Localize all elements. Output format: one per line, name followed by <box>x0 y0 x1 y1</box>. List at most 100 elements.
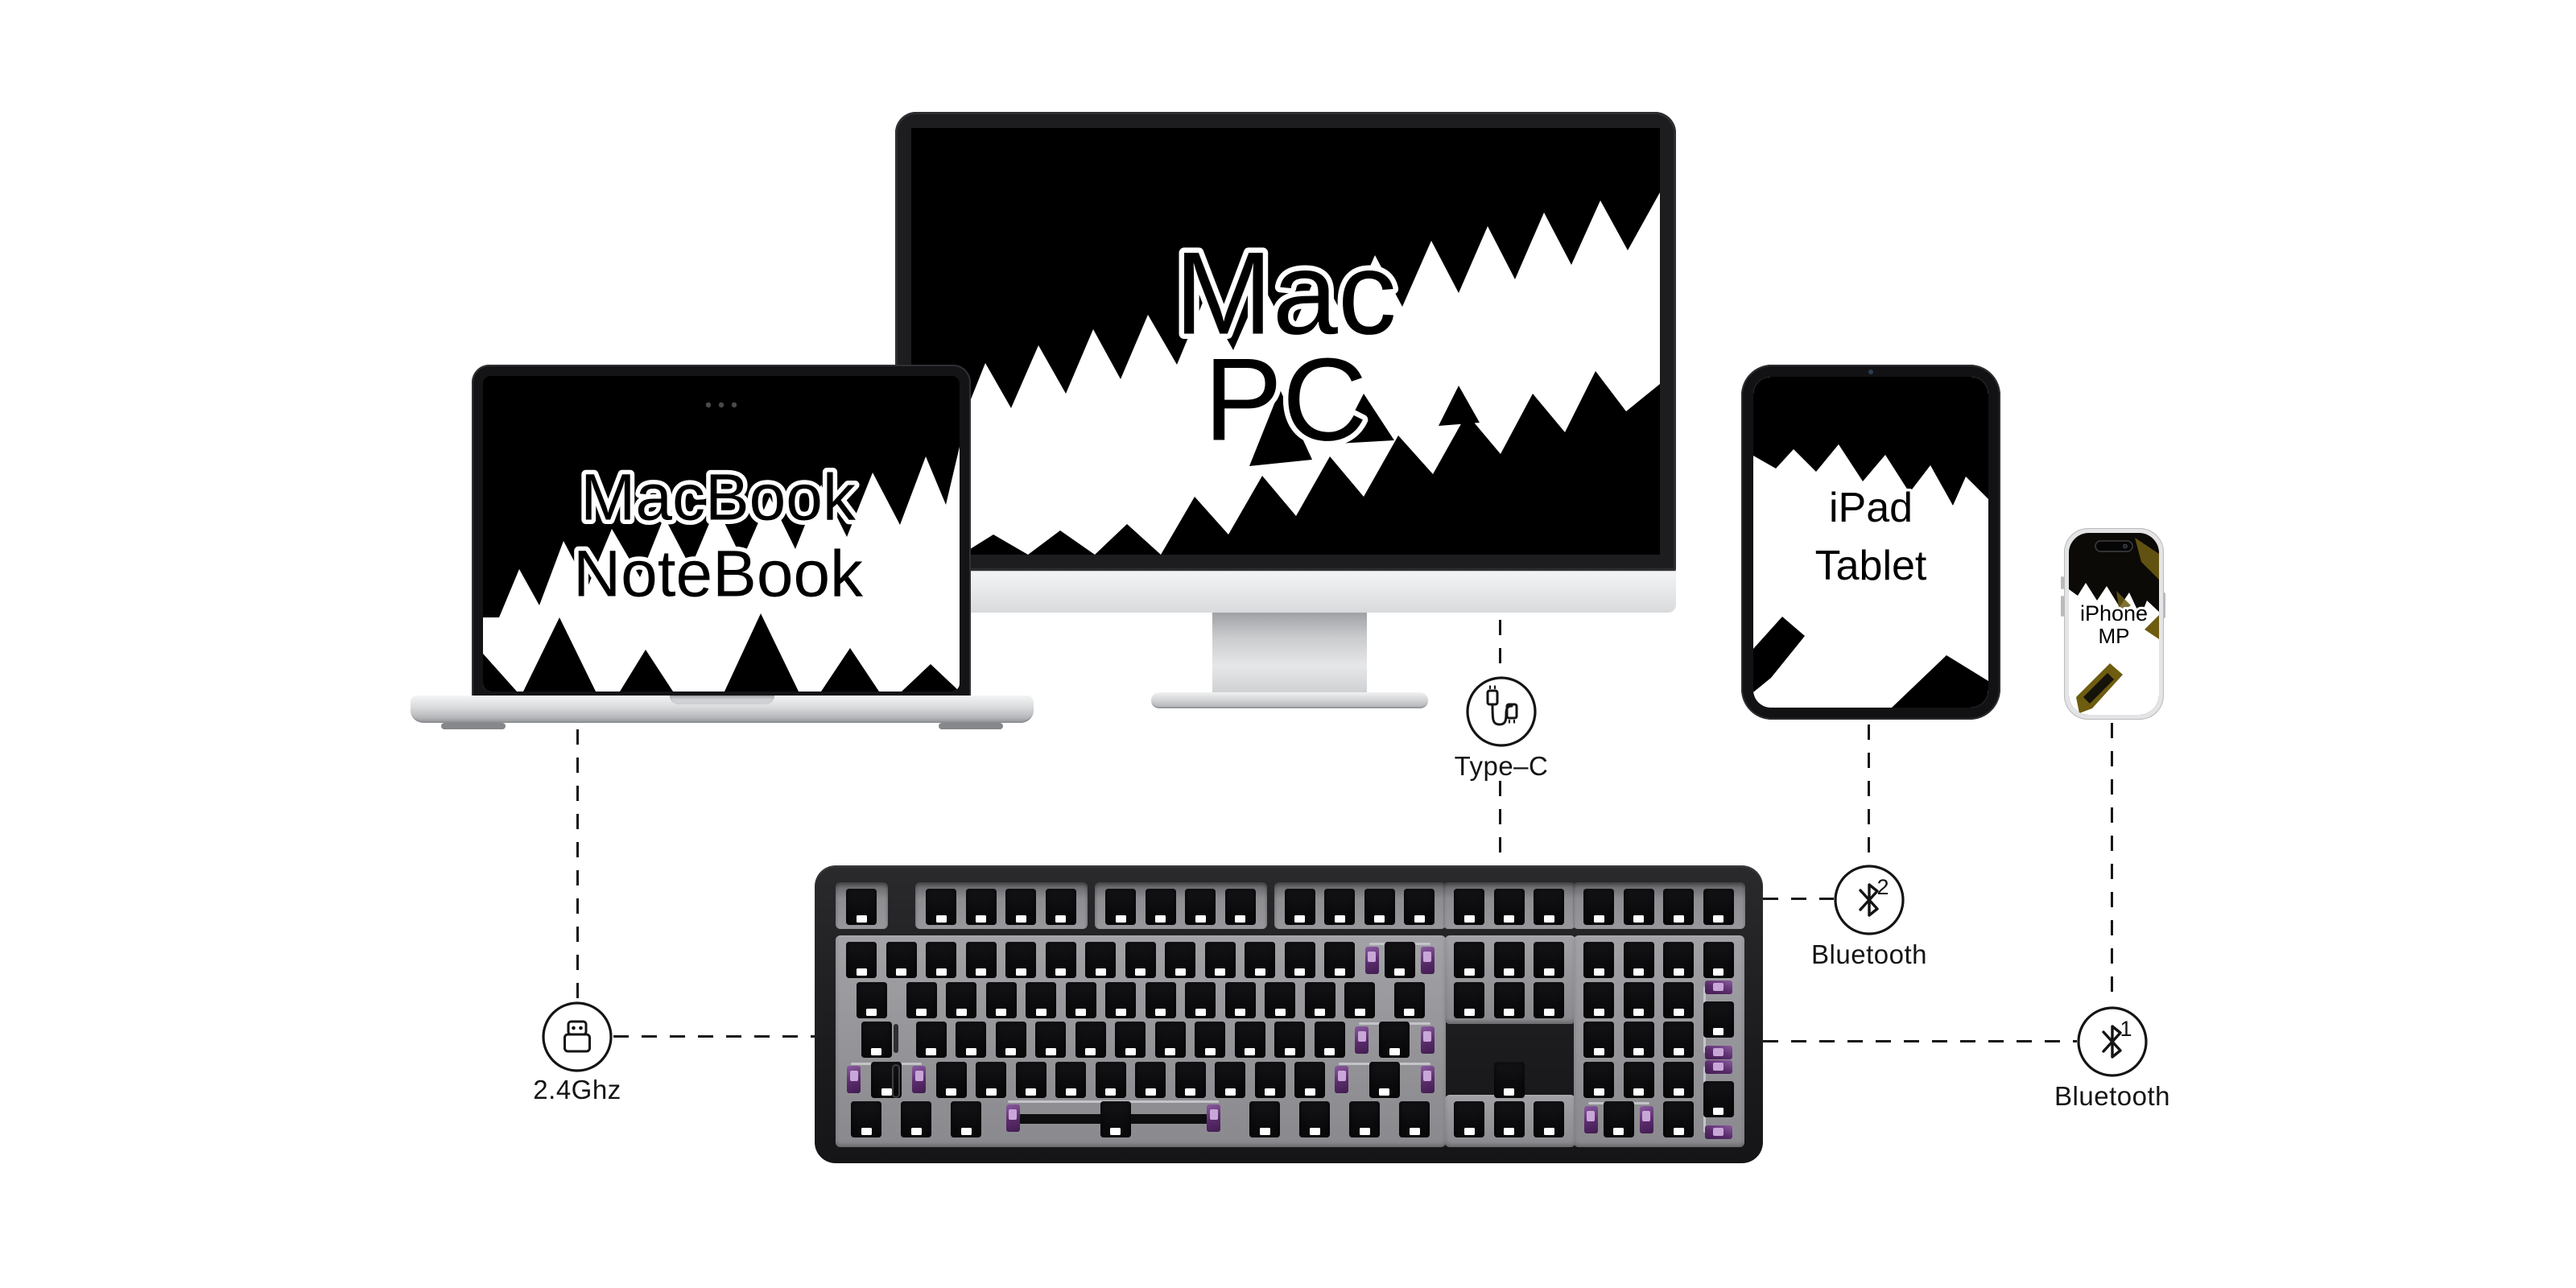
key-socket <box>1145 889 1176 925</box>
key-socket <box>1154 1022 1186 1058</box>
key-socket <box>906 981 937 1018</box>
laptop-label-line2: NoteBook <box>573 538 864 611</box>
key-socket <box>1623 889 1654 925</box>
key-socket <box>1015 1061 1046 1098</box>
key-socket <box>985 981 1017 1018</box>
dashed-line-tablet-to-bluetooth2 <box>1868 724 1870 863</box>
key-socket <box>1135 1061 1166 1098</box>
key-socket <box>1493 1061 1525 1098</box>
key-socket <box>926 889 957 925</box>
desktop-label-line2: PC <box>1204 334 1368 465</box>
key-socket <box>1105 889 1136 925</box>
key-socket <box>1663 1101 1694 1137</box>
bluetooth1-label: Bluetooth <box>2054 1081 2170 1111</box>
key-socket <box>1623 1022 1654 1058</box>
desktop-chin <box>895 571 1676 613</box>
dashed-line-bluetooth1-to-keyboard <box>1763 1040 2077 1042</box>
key-socket <box>1385 981 1434 1018</box>
key-socket <box>935 1061 967 1098</box>
dashed-line-typec-to-keyboard <box>1499 781 1501 865</box>
key-socket <box>1075 1022 1106 1058</box>
key-socket <box>1115 1022 1146 1058</box>
key-socket <box>1583 1022 1614 1058</box>
phone-side-button <box>2061 596 2064 617</box>
tablet-screen: iPad Tablet <box>1753 377 1988 708</box>
key-socket <box>1454 981 1485 1018</box>
laptop-foot <box>441 723 506 729</box>
key-socket <box>1085 942 1117 978</box>
key-socket-stabilized <box>1703 980 1734 1059</box>
key-socket <box>1395 1101 1435 1137</box>
key-socket-stabilized <box>1355 1022 1435 1058</box>
key-socket <box>1703 889 1734 925</box>
key-socket-stabilized <box>1583 1101 1653 1137</box>
key-socket <box>1534 981 1565 1018</box>
key-socket <box>847 1101 886 1137</box>
desktop-monitor: Mac PC <box>895 112 1676 571</box>
key-socket <box>1493 981 1525 1018</box>
key-socket <box>1005 889 1037 925</box>
key-socket <box>965 942 997 978</box>
key-socket <box>1583 942 1614 978</box>
key-socket <box>1663 1061 1694 1098</box>
phone-label-line1: iPhone <box>2080 601 2148 625</box>
key-socket <box>995 1022 1026 1058</box>
key-socket <box>1534 1101 1565 1137</box>
key-socket <box>1583 981 1614 1018</box>
key-socket <box>1284 889 1315 925</box>
bluetooth2-label: Bluetooth <box>1811 939 1927 969</box>
key-socket <box>1314 1022 1345 1058</box>
tablet-camera-icon <box>1868 369 1873 374</box>
key-socket <box>1294 1061 1326 1098</box>
key-socket-stabilized <box>1703 1059 1734 1139</box>
dongle-label: 2.4Ghz <box>533 1075 621 1104</box>
key-socket <box>1234 1022 1265 1058</box>
key-socket <box>1065 981 1096 1018</box>
key-socket <box>1583 889 1614 925</box>
key-socket <box>1055 1061 1087 1098</box>
dashed-line-desktop-to-typec <box>1499 620 1501 673</box>
desktop-stand-neck <box>1212 613 1367 695</box>
key-socket <box>915 1022 947 1058</box>
key-socket <box>1145 981 1176 1018</box>
tablet-label-line1: iPad <box>1829 485 1913 531</box>
phone: iPhone MP <box>2064 528 2164 720</box>
key-socket <box>1703 942 1734 978</box>
laptop-base <box>411 696 1034 723</box>
key-socket <box>956 1022 987 1058</box>
key-socket <box>1345 1101 1385 1137</box>
key-socket-stabilized <box>1335 1061 1435 1098</box>
dashed-line-laptop-to-dongle <box>576 729 579 1000</box>
key-socket <box>1663 981 1694 1018</box>
laptop-base-notch <box>670 696 774 704</box>
laptop: MacBook NoteBook <box>472 365 971 703</box>
key-socket <box>1204 942 1236 978</box>
key-socket <box>1623 942 1654 978</box>
key-socket <box>1364 889 1395 925</box>
key-socket <box>1493 1101 1525 1137</box>
key-socket <box>897 1101 936 1137</box>
typec-label: Type–C <box>1454 751 1549 781</box>
laptop-label-line1: MacBook <box>580 461 857 535</box>
key-socket <box>1304 981 1335 1018</box>
key-socket <box>1454 942 1485 978</box>
key-socket <box>1534 889 1565 925</box>
key-socket <box>1224 981 1256 1018</box>
tablet-label-line2: Tablet <box>1815 543 1927 589</box>
key-socket <box>847 1022 906 1058</box>
key-socket <box>1284 942 1315 978</box>
dashed-line-phone-to-bluetooth1 <box>2111 723 2113 1005</box>
key-socket <box>1224 889 1256 925</box>
bluetooth1-channel: 1 <box>2120 1017 2132 1041</box>
laptop-foot <box>939 723 1003 729</box>
key-socket <box>1195 1022 1226 1058</box>
key-socket-stabilized <box>847 1061 927 1098</box>
key-socket <box>1344 981 1375 1018</box>
key-socket <box>1045 889 1076 925</box>
laptop-screen: MacBook NoteBook <box>483 376 960 691</box>
key-socket <box>1254 1061 1286 1098</box>
key-socket <box>1095 1061 1126 1098</box>
key-socket <box>1663 1022 1694 1058</box>
phone-label-line2: MP <box>2099 624 2130 648</box>
keyboard-plate <box>836 882 1745 1154</box>
